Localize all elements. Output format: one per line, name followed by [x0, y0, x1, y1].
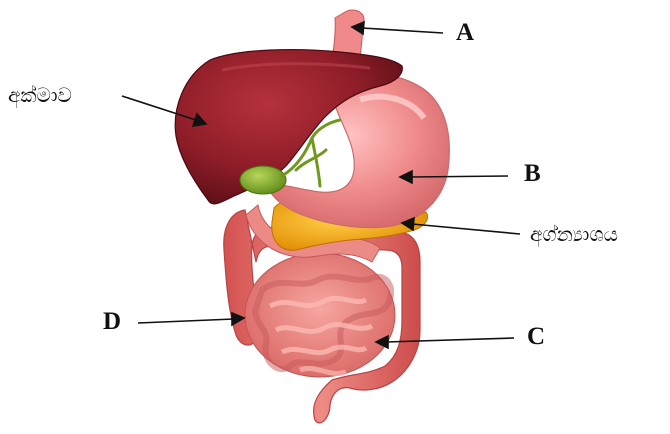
gallbladder — [240, 166, 286, 194]
label-a: A — [456, 19, 474, 47]
small-intestine — [245, 253, 395, 377]
label-b: B — [524, 160, 541, 188]
label-liver: අක්මාව — [8, 83, 72, 107]
label-c: C — [527, 323, 545, 351]
label-d: D — [103, 308, 121, 336]
label-pancreas: අග්න්‍යාශය — [530, 222, 618, 246]
